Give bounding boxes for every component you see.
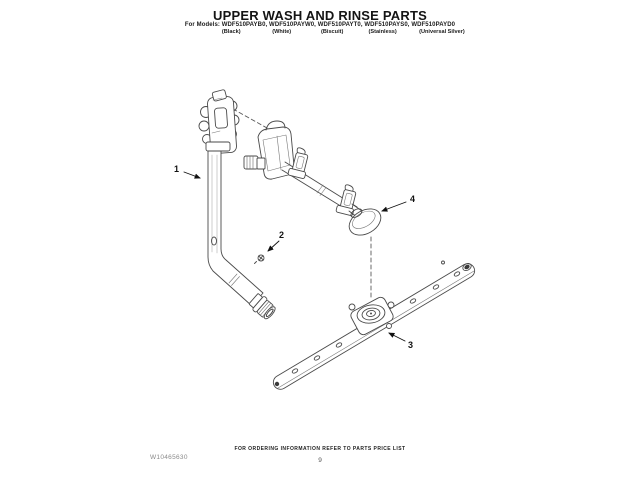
feed-tube-part-1	[198, 89, 276, 320]
page-title: UPPER WASH AND RINSE PARTS	[213, 8, 427, 23]
callout-4-arrow	[381, 201, 407, 212]
callout-3-label: 3	[408, 340, 413, 350]
color-label-black: (Black)	[221, 29, 241, 35]
page-number: 9	[318, 457, 322, 464]
callout-3-arrow	[388, 332, 406, 342]
color-label-white: (White)	[272, 29, 292, 35]
screw-part-2	[254, 254, 265, 264]
callout-1-arrow	[183, 171, 201, 179]
assembly-dashed-lines	[232, 108, 372, 298]
manifold-part-4	[243, 120, 382, 236]
color-label-stainless: (Stainless)	[368, 29, 397, 35]
color-label-universal-silver: (Universal Silver)	[419, 29, 465, 35]
callout-2-arrow	[267, 240, 280, 252]
callout-arrows	[183, 171, 407, 342]
models-line: For Models: WDF510PAYB0, WDF510PAYW0, WD…	[184, 22, 456, 28]
callout-1-label: 1	[174, 164, 179, 174]
callout-2-label: 2	[279, 230, 284, 240]
color-label-biscuit: (Biscuit)	[320, 29, 344, 35]
callout-4-label: 4	[410, 194, 415, 204]
ordering-note: FOR ORDERING INFORMATION REFER TO PARTS …	[234, 446, 406, 452]
colors-line: (Black) (White) (Biscuit) (Stainless) (U…	[206, 29, 476, 35]
spray-arm-part-3	[272, 260, 476, 390]
document-number: W10465630	[150, 454, 188, 461]
spray-arm-hub	[348, 296, 395, 336]
